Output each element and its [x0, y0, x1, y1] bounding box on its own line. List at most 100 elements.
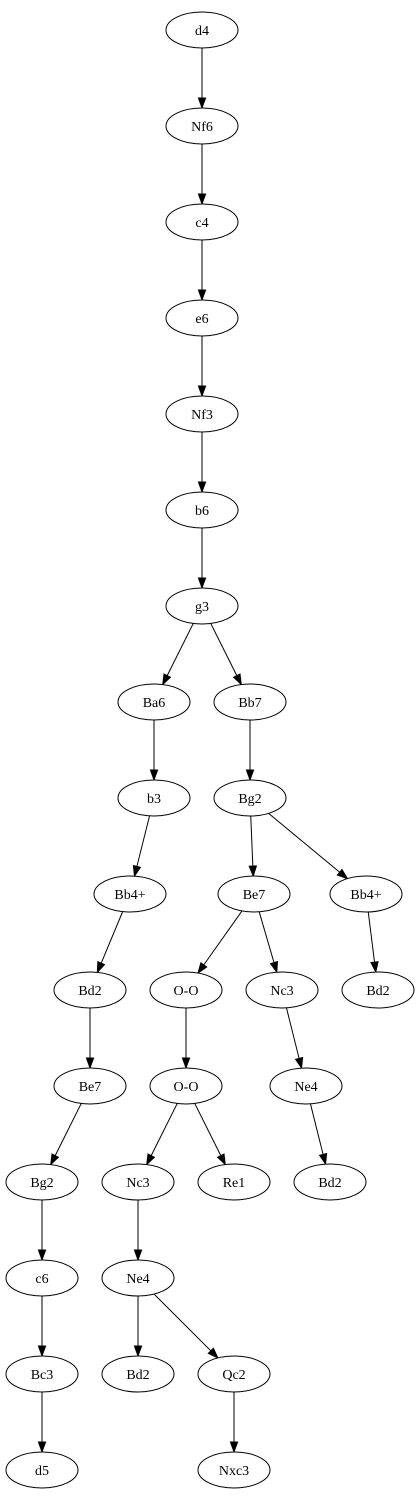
- edge-g3-to-Bb7: [210, 623, 242, 686]
- arrowhead-icon: [181, 1057, 191, 1070]
- node-ellipse: [149, 1067, 223, 1105]
- edge-line: [136, 815, 151, 867]
- edge-Nc3-to-Ne4: [133, 1200, 143, 1262]
- node-label: O-O: [174, 984, 199, 999]
- node-ellipse: [5, 1259, 79, 1297]
- arrowhead-icon: [37, 1249, 47, 1262]
- move-node-b6: b6: [165, 491, 239, 529]
- edge-b6-to-g3: [197, 528, 207, 590]
- move-node-Bg2: Bg2: [213, 779, 287, 817]
- arrowhead-icon: [37, 1345, 47, 1358]
- node-label: c4: [195, 216, 208, 231]
- node-label: Ne4: [294, 1080, 317, 1095]
- node-label: Be7: [79, 1080, 102, 1095]
- edge-line: [285, 1007, 300, 1059]
- node-ellipse: [93, 875, 167, 913]
- node-label: c6: [35, 1272, 48, 1287]
- edge-d4-to-Nf6: [197, 48, 207, 110]
- move-node-Nc3: Nc3: [101, 1163, 175, 1201]
- node-label: Bd2: [318, 1176, 341, 1191]
- arrowhead-icon: [248, 865, 258, 878]
- move-node-Bb4+: Bb4+: [329, 875, 403, 913]
- edge-line: [54, 1103, 82, 1156]
- arrowhead-icon: [132, 864, 142, 878]
- edge-Qc2-to-Nxc3: [229, 1392, 239, 1454]
- edge-b3-to-Bb4+: [132, 815, 151, 878]
- node-ellipse: [213, 683, 287, 721]
- edge-c4-to-e6: [197, 240, 207, 302]
- arrowhead-icon: [96, 961, 106, 974]
- node-label: Bb7: [238, 696, 261, 711]
- move-node-Ne4: Ne4: [101, 1259, 175, 1297]
- node-ellipse: [165, 11, 239, 49]
- node-label: Qc2: [222, 1368, 245, 1383]
- node-ellipse: [117, 779, 191, 817]
- edge-Be7-to-O-O: [197, 910, 243, 975]
- node-label: b6: [195, 504, 209, 519]
- node-ellipse: [197, 1451, 271, 1489]
- node-ellipse: [165, 395, 239, 433]
- move-node-Ne4: Ne4: [269, 1067, 343, 1105]
- move-node-O-O: O-O: [149, 1067, 223, 1105]
- edge-Nf6-to-c4: [197, 144, 207, 206]
- move-node-Bd2: Bd2: [293, 1163, 367, 1201]
- edge-line: [203, 910, 243, 966]
- node-label: Re1: [223, 1176, 246, 1191]
- node-ellipse: [5, 1355, 79, 1393]
- arrowhead-icon: [133, 1249, 143, 1262]
- arrowhead-icon: [50, 1153, 60, 1166]
- node-label: Ba6: [143, 696, 166, 711]
- edge-line: [210, 623, 238, 676]
- edge-g3-to-Ba6: [162, 623, 194, 686]
- edge-line: [258, 911, 275, 963]
- move-node-Nf6: Nf6: [165, 107, 239, 145]
- move-node-Bd2: Bd2: [53, 971, 127, 1009]
- edge-line: [367, 911, 376, 963]
- node-label: Bb4+: [114, 888, 145, 903]
- arrowhead-icon: [37, 1441, 47, 1454]
- node-label: Nf3: [191, 408, 213, 423]
- move-node-Bd2: Bd2: [341, 971, 415, 1009]
- edge-Bd2-to-Be7: [85, 1008, 95, 1070]
- edge-Ne4-to-Qc2: [153, 1293, 219, 1359]
- edge-c6-to-Bc3: [37, 1296, 47, 1358]
- move-node-Qc2: Qc2: [197, 1355, 271, 1393]
- arrowhead-icon: [294, 1056, 304, 1070]
- node-label: b3: [147, 792, 161, 807]
- arrowhead-icon: [162, 673, 172, 686]
- node-ellipse: [165, 107, 239, 145]
- move-node-c4: c4: [165, 203, 239, 241]
- node-ellipse: [165, 587, 239, 625]
- arrowhead-icon: [229, 1441, 239, 1454]
- node-ellipse: [165, 203, 239, 241]
- move-node-Bg2: Bg2: [5, 1163, 79, 1201]
- node-ellipse: [5, 1163, 79, 1201]
- edge-Bc3-to-d5: [37, 1392, 47, 1454]
- arrowhead-icon: [197, 385, 207, 398]
- arrowhead-icon: [245, 769, 255, 782]
- move-node-Re1: Re1: [197, 1163, 271, 1201]
- arrowhead-icon: [197, 289, 207, 302]
- move-node-Bb7: Bb7: [213, 683, 287, 721]
- arrowhead-icon: [370, 961, 379, 974]
- edge-Bb4+-to-Bd2: [96, 911, 124, 974]
- edge-line: [153, 1293, 212, 1352]
- node-ellipse: [101, 1259, 175, 1297]
- node-ellipse: [101, 1163, 175, 1201]
- move-node-Bb4+: Bb4+: [93, 875, 167, 913]
- arrowhead-icon: [197, 481, 207, 494]
- node-ellipse: [197, 1355, 271, 1393]
- node-ellipse: [53, 971, 127, 1009]
- move-node-Bd2: Bd2: [101, 1355, 175, 1393]
- move-node-Bc3: Bc3: [5, 1355, 79, 1393]
- edge-Bg2-to-Be7: [248, 815, 258, 878]
- node-label: Be7: [243, 888, 266, 903]
- edge-Be7-to-Bg2: [50, 1103, 82, 1166]
- node-label: Nc3: [270, 984, 293, 999]
- node-ellipse: [117, 683, 191, 721]
- node-ellipse: [293, 1163, 367, 1201]
- node-label: Bc3: [31, 1368, 54, 1383]
- move-node-Be7: Be7: [217, 875, 291, 913]
- node-label: Nf6: [191, 120, 213, 135]
